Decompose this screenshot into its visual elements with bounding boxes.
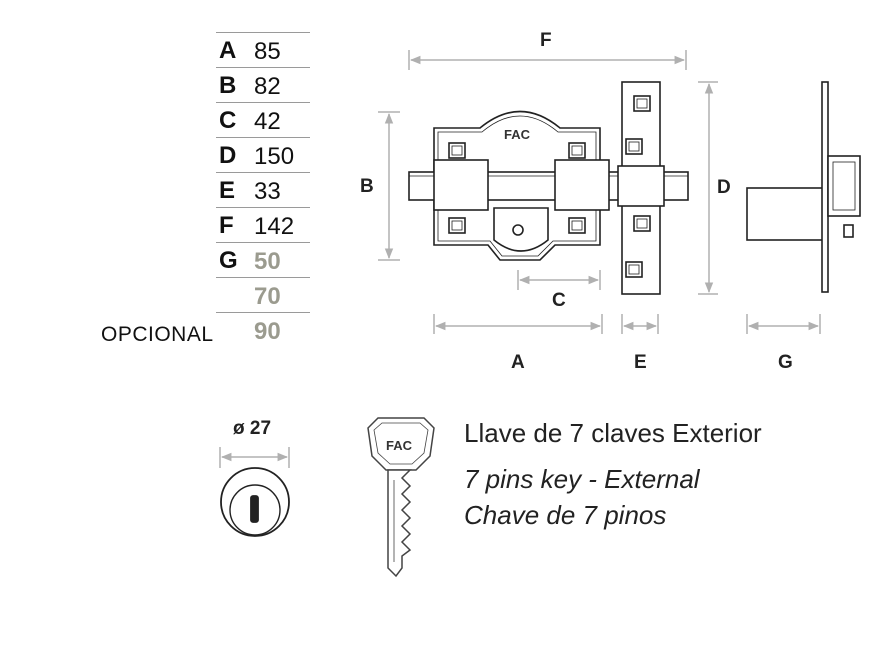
dimension-e [621,314,659,334]
cylinder-dimension [219,447,290,468]
lock-body [408,110,689,261]
dim-row-c: C 42 [216,102,310,137]
dim-letter: B [219,72,237,99]
dim-value: 85 [254,38,281,65]
dim-letter: C [219,107,237,134]
key-logo: FAC [386,438,413,453]
dimension-g [746,314,821,334]
dim-value: 142 [254,213,295,240]
cylinder-icon [220,467,290,537]
label-g: G [778,352,793,373]
dim-row-g-alt: 70 [216,277,310,312]
dim-letter: E [219,177,236,204]
label-a: A [511,352,525,373]
label-c: C [552,290,566,311]
dim-value: 150 [254,143,295,170]
label-d: D [717,177,731,198]
logo-fac: FAC [504,127,531,142]
optional-value: 90 [254,318,281,345]
dim-row-end [216,312,310,313]
dim-row-g: G 50 [216,242,310,277]
dim-letter: D [219,142,237,169]
dim-letter: F [219,212,234,239]
dim-value: 42 [254,108,281,135]
dimension-table: A 85 B 82 C 42 D 150 E 33 F 142 G 50 70 [216,32,310,313]
dim-row-e: E 33 [216,172,310,207]
dim-value-optional: 50 [254,248,281,275]
strike-plate [617,81,665,295]
dim-row-f: F 142 [216,207,310,242]
dim-row-a: A 85 [216,32,310,67]
dim-row-b: B 82 [216,67,310,102]
dim-letter: G [219,247,238,274]
dim-value: 33 [254,178,281,205]
side-view [746,81,861,293]
dim-letter: A [219,37,237,64]
dimension-d [698,81,718,295]
key-description-es: Llave de 7 claves Exterior [464,418,762,448]
label-b: B [360,176,374,197]
dimension-b [378,111,400,261]
key-description-pt: Chave de 7 pinos [464,500,667,530]
dim-row-d: D 150 [216,137,310,172]
key-description-en: 7 pins key - External [464,464,700,494]
key-icon [367,417,435,578]
dim-value: 82 [254,73,281,100]
dimension-a [433,314,603,334]
label-f: F [540,30,552,51]
cylinder-diameter-label: ø 27 [233,418,271,439]
label-e: E [634,352,647,373]
dimension-c [517,270,601,290]
dimension-f [408,50,687,70]
dim-value-optional: 70 [254,283,281,310]
optional-label: OPCIONAL [101,323,214,346]
